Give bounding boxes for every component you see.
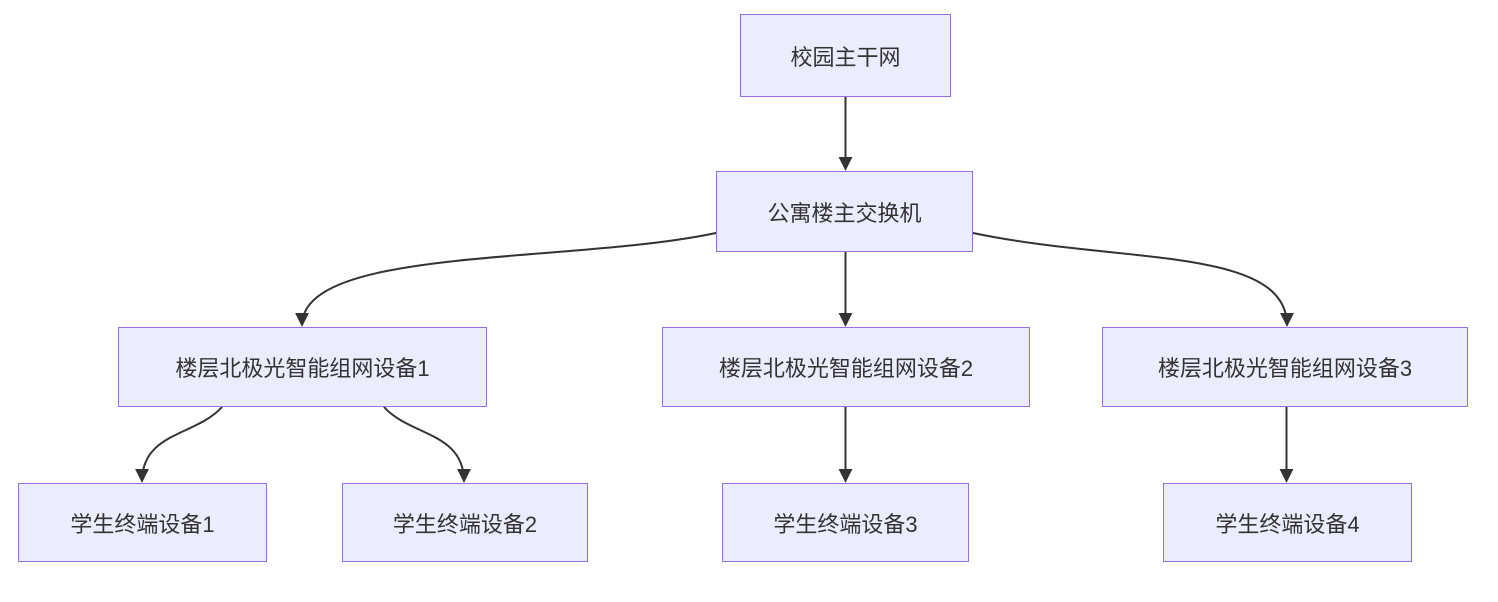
node-label: 校园主干网 <box>790 44 901 70</box>
node-student-terminal-2: 学生终端设备2 <box>342 483 588 562</box>
node-label: 学生终端设备1 <box>70 511 215 537</box>
node-label: 学生终端设备3 <box>773 511 918 537</box>
node-floor-aurora-device-1: 楼层北极光智能组网设备1 <box>118 327 487 407</box>
node-label: 楼层北极光智能组网设备1 <box>175 356 430 381</box>
node-label: 学生终端设备4 <box>1215 511 1360 537</box>
edge-main-switch-to-floor-device-1 <box>295 232 717 327</box>
node-label: 学生终端设备2 <box>392 511 538 537</box>
node-student-terminal-3: 学生终端设备3 <box>722 483 969 562</box>
node-floor-aurora-device-2: 楼层北极光智能组网设备2 <box>662 327 1030 407</box>
node-campus-backbone-network: 校园主干网 <box>740 14 951 97</box>
node-student-terminal-4: 学生终端设备4 <box>1163 483 1412 562</box>
node-label: 公寓楼主交换机 <box>767 200 922 226</box>
node-apartment-main-switch: 公寓楼主交换机 <box>716 171 973 252</box>
edge-floor-device-1-to-terminal-2 <box>383 406 471 483</box>
edge-main-switch-to-floor-device-3 <box>972 232 1294 327</box>
edge-floor-device-1-to-terminal-1 <box>135 406 223 483</box>
node-student-terminal-1: 学生终端设备1 <box>18 483 267 562</box>
node-label: 楼层北极光智能组网设备2 <box>718 356 974 381</box>
node-floor-aurora-device-3: 楼层北极光智能组网设备3 <box>1102 327 1468 407</box>
node-label: 楼层北极光智能组网设备3 <box>1157 356 1413 381</box>
